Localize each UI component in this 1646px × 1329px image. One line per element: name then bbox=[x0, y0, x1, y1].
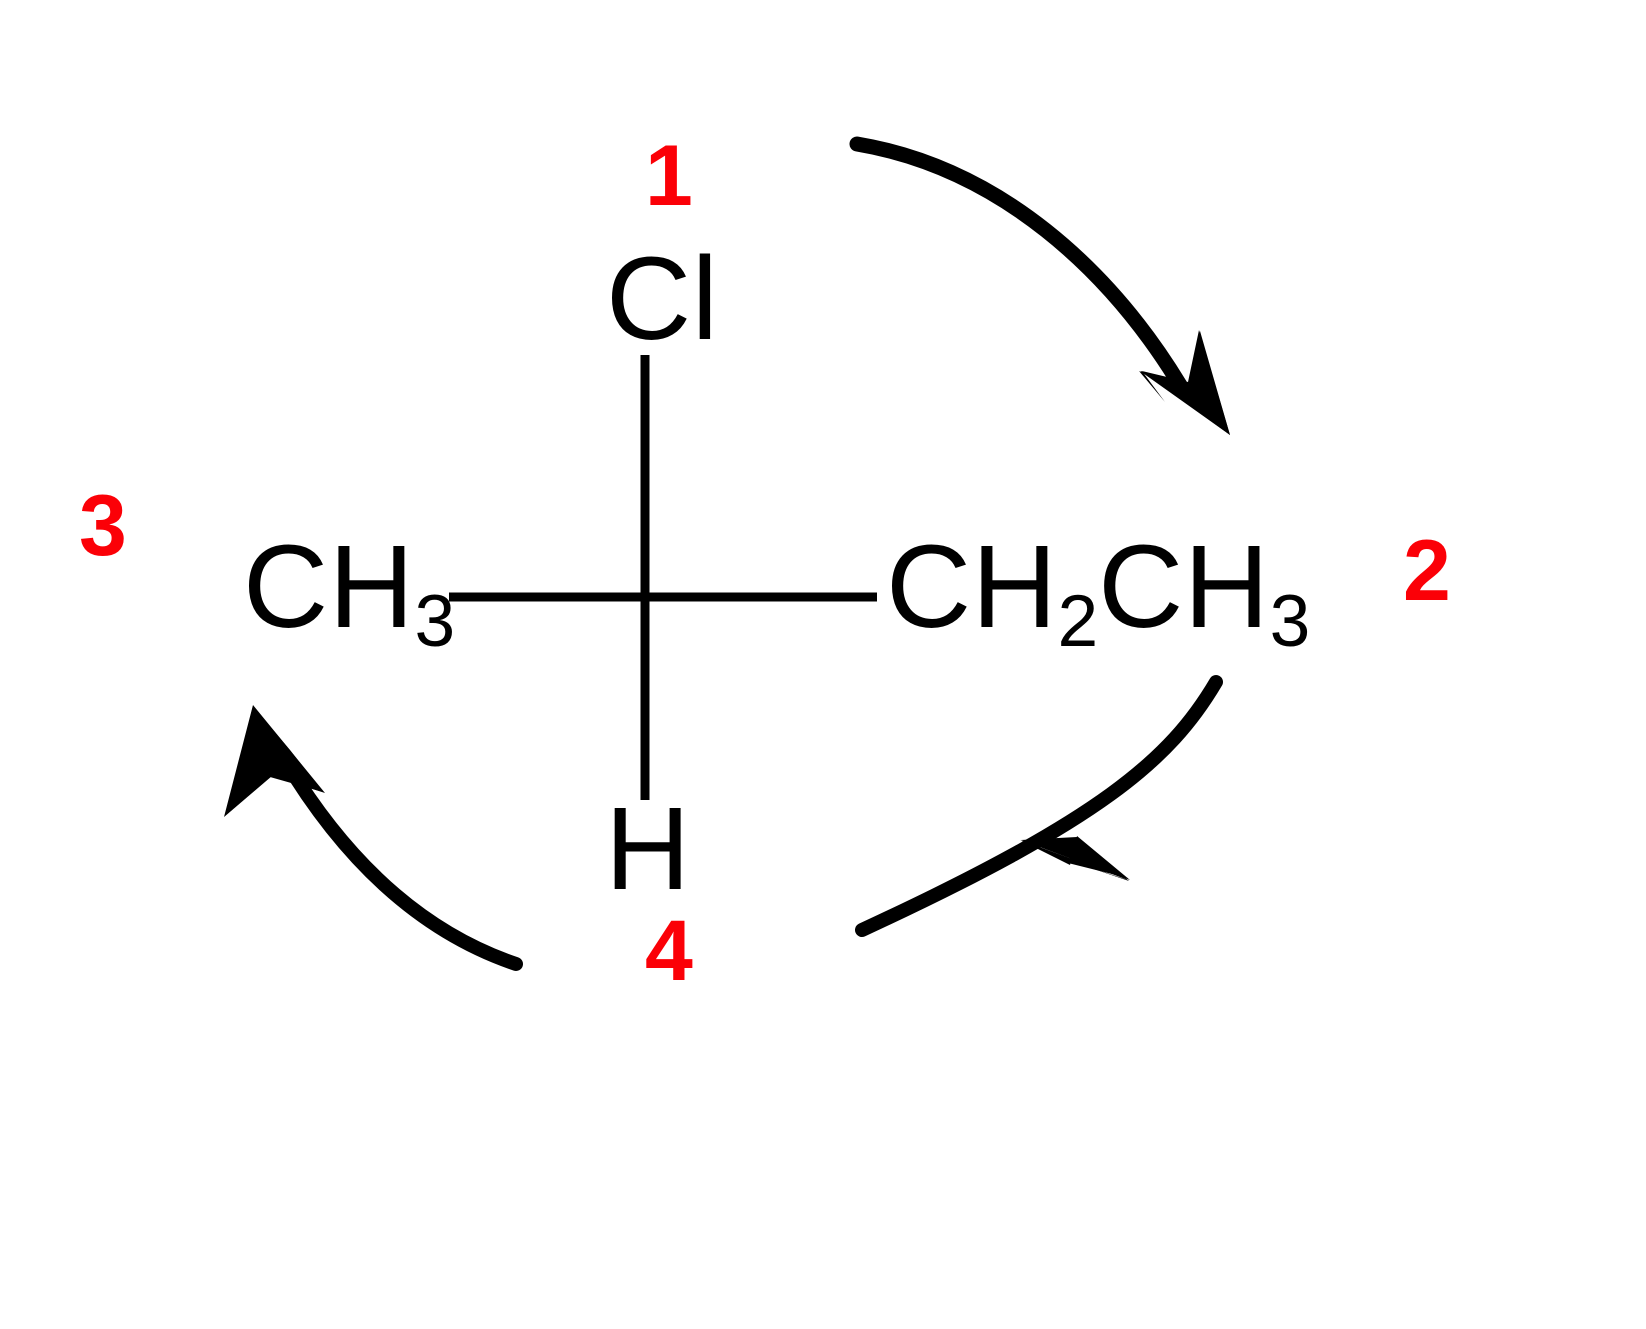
curved-arrow-top-right-icon bbox=[849, 136, 1230, 435]
curved-arrow-bottom-right-icon bbox=[855, 675, 1223, 937]
atom-label-ethyl: CH2CH3 bbox=[886, 521, 1311, 663]
arrow-shaft bbox=[855, 675, 1223, 937]
atom-label-chlorine: Cl bbox=[606, 233, 719, 365]
arrow-shaft bbox=[276, 750, 523, 971]
ethyl-subscript-2: 3 bbox=[1269, 580, 1311, 663]
arrow-head-fill bbox=[224, 705, 325, 817]
priority-label-1: 1 bbox=[645, 128, 693, 224]
atom-label-methyl: CH3 bbox=[243, 521, 456, 663]
arrow-shaft bbox=[849, 136, 1188, 393]
bond-group bbox=[449, 355, 877, 800]
atom-label-hydrogen: H bbox=[605, 783, 691, 915]
ethyl-subscript-1: 2 bbox=[1057, 580, 1099, 663]
priority-label-2: 2 bbox=[1403, 523, 1451, 619]
priority-label-3: 3 bbox=[79, 478, 127, 574]
arrow-head-barb bbox=[1140, 331, 1230, 435]
curved-arrow-bottom-left-icon bbox=[224, 705, 523, 971]
methyl-subscript: 3 bbox=[414, 580, 456, 663]
arrow-head-fill bbox=[1020, 836, 1130, 880]
priority-label-4: 4 bbox=[645, 903, 693, 999]
